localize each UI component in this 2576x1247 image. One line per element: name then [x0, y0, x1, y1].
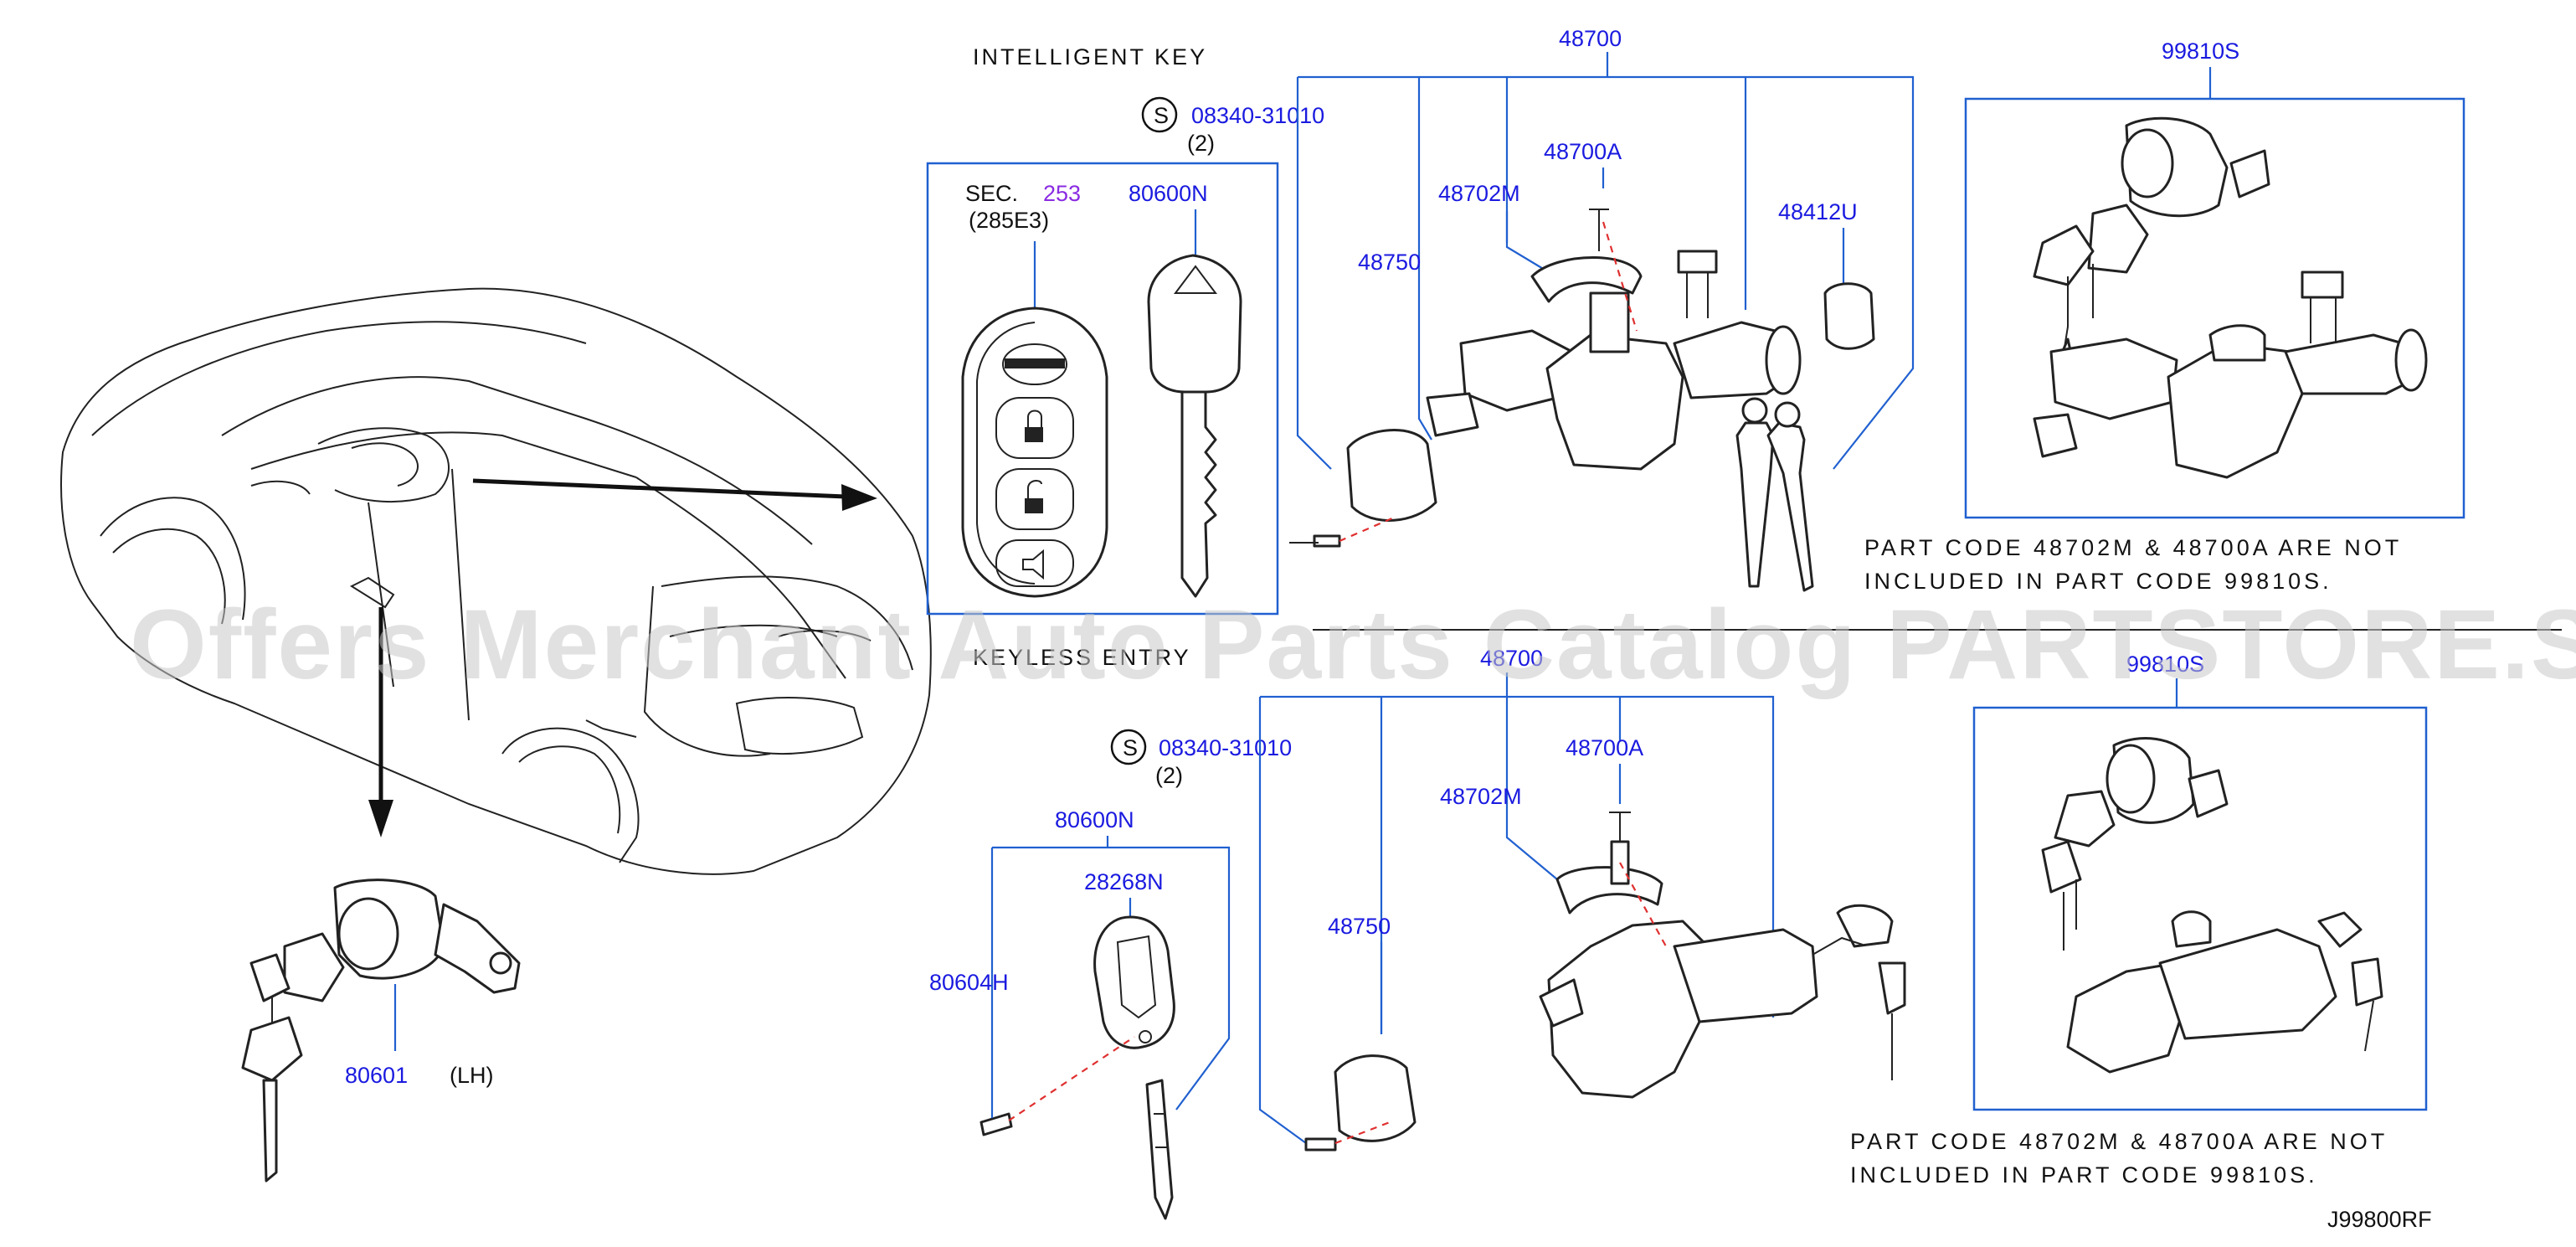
kit-99810s-box-bottom: [1972, 706, 2428, 1111]
red-alignment-lines-top: [1339, 221, 1638, 543]
steering-lock-assembly-top: [1289, 209, 1875, 548]
kit-99810s-box-top: [1964, 97, 2465, 519]
note-bottom-line1: PART CODE 48702M & 48700A ARE NOT: [1850, 1129, 2388, 1154]
note-top-line1: PART CODE 48702M & 48700A ARE NOT: [1864, 535, 2402, 560]
label-48412u: 48412U: [1778, 199, 1858, 224]
label-80601: 80601: [345, 1063, 408, 1088]
watermark-text: Offers Merchant Auto Parts Catalog PARTS…: [130, 590, 2576, 700]
kit-99810s-parts-top: [2033, 116, 2428, 479]
label-48700-bottom: 48700: [1480, 646, 1543, 671]
mechanical-key-80600n: [1147, 254, 1242, 598]
leader-48702m-top: [1505, 211, 1545, 271]
leader-48700-top: [1296, 52, 1915, 470]
label-qty-bottom: (2): [1155, 763, 1183, 788]
section-title-intelligent-key: INTELLIGENT KEY: [973, 44, 1207, 70]
label-48702m-bottom: 48702M: [1440, 784, 1522, 809]
label-48750-bottom: 48750: [1328, 914, 1391, 939]
section-title-keyless-entry: KEYLESS ENTRY: [973, 645, 1191, 670]
label-48702m-top: 48702M: [1438, 181, 1520, 206]
door-lock-cylinder-80601: [241, 879, 521, 1183]
pointer-arrows: [368, 478, 877, 837]
label-99810s-bottom: 99810S: [2126, 652, 2204, 677]
screw-symbol-circle: [1141, 96, 1178, 133]
keyless-remote-28268n: [1093, 915, 1175, 1049]
s-symbol-top: S: [1154, 103, 1169, 128]
steering-lock-assembly-bottom: [1304, 812, 1906, 1152]
label-80600n-top: 80600N: [1129, 181, 1208, 206]
kit-99810s-parts-bottom: [2041, 737, 2383, 1074]
blade-key-bottom: [1145, 1079, 1174, 1220]
label-lh: (LH): [450, 1063, 494, 1088]
label-285e3: (285E3): [969, 208, 1049, 233]
label-08340-31010-bottom: 08340-31010: [1159, 735, 1292, 760]
label-sec-253: 253: [1043, 181, 1081, 206]
keys-top: [1735, 397, 1814, 592]
screw-80604h: [979, 1105, 1013, 1136]
label-48700-top: 48700: [1559, 26, 1622, 51]
diagram-code: J99800RF: [2327, 1207, 2432, 1232]
note-bottom-line2: INCLUDED IN PART CODE 99810S.: [1850, 1162, 2318, 1188]
label-48750-top: 48750: [1358, 250, 1421, 275]
label-99810s-top: 99810S: [2162, 39, 2239, 64]
screw-symbol-circle-bottom: [1110, 729, 1147, 765]
label-48700a-top: 48700A: [1544, 139, 1622, 164]
red-alignment-lines-bottom: [1334, 862, 1667, 1145]
intelligent-key-box: [926, 162, 1279, 616]
leader-80600n-bottom: [990, 836, 1231, 1110]
intelligent-key-fob: [961, 307, 1108, 598]
label-28268n: 28268N: [1084, 869, 1164, 894]
label-08340-31010-top: 08340-31010: [1191, 103, 1324, 128]
label-80600n-bottom: 80600N: [1055, 807, 1134, 832]
label-qty-top: (2): [1187, 131, 1215, 156]
label-sec: SEC.: [965, 181, 1018, 206]
label-48700a-bottom: 48700A: [1566, 735, 1643, 760]
s-symbol-bottom: S: [1123, 735, 1138, 760]
label-80604h: 80604H: [929, 970, 1009, 995]
leader-48700-bottom: [1258, 672, 1775, 1144]
red-alignment-line-remote: [1008, 1036, 1135, 1121]
note-top-line2: INCLUDED IN PART CODE 99810S.: [1864, 569, 2332, 594]
vehicle-illustration: [60, 287, 932, 875]
